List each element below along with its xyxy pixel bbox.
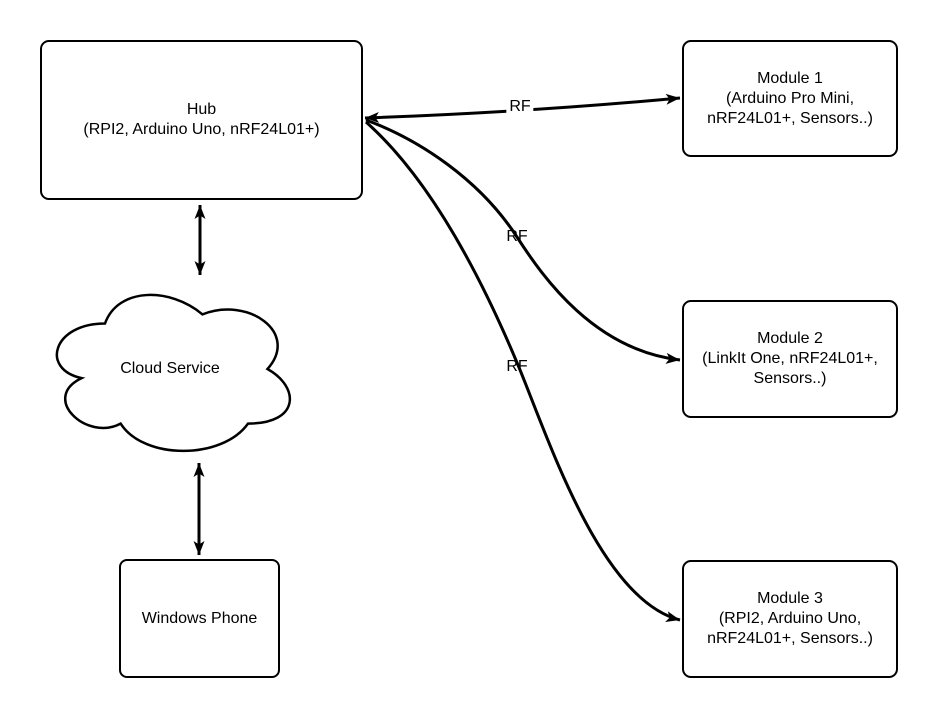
node-module1: Module 1 (Arduino Pro Mini, nRF24L01+, S… <box>682 40 898 157</box>
node-module2: Module 2 (LinkIt One, nRF24L01+, Sensors… <box>682 300 898 418</box>
node-module1-subtitle-line2: nRF24L01+, Sensors..) <box>707 109 873 127</box>
node-module3-title: Module 3 <box>757 590 823 607</box>
node-windows-phone: Windows Phone <box>119 559 280 678</box>
edge-hub-module2 <box>365 118 681 364</box>
edge-label-rf-module2: RF <box>506 228 528 245</box>
node-module2-subtitle-line2: Sensors..) <box>753 370 827 387</box>
node-module1-title: Module 1 <box>757 69 823 87</box>
node-hub-title: Hub <box>186 101 217 118</box>
node-module3: Module 3 (RPI2, Arduino Uno, nRF24L01+, … <box>682 560 898 678</box>
node-module3-subtitle-line1: (RPI2, Arduino Uno, <box>718 610 862 627</box>
node-module3-subtitle-line2: nRF24L01+, Sensors..) <box>707 630 873 647</box>
node-module2-title: Module 2 <box>757 330 823 347</box>
edge-hub-module3 <box>365 120 681 622</box>
node-hub-subtitle: (RPI2, Arduino Uno, nRF24L01+) <box>83 121 320 138</box>
node-windows-phone-label: Windows Phone <box>141 609 258 627</box>
node-hub: Hub (RPI2, Arduino Uno, nRF24L01+) <box>40 40 363 200</box>
cloud-shape <box>55 293 292 452</box>
edge-label-rf-module3: RF <box>506 358 528 375</box>
node-module1-subtitle-line1: (Arduino Pro Mini, <box>725 89 855 107</box>
node-module2-subtitle-line1: (LinkIt One, nRF24L01+, <box>702 350 878 367</box>
edge-label-rf-module1: RF <box>506 98 534 116</box>
